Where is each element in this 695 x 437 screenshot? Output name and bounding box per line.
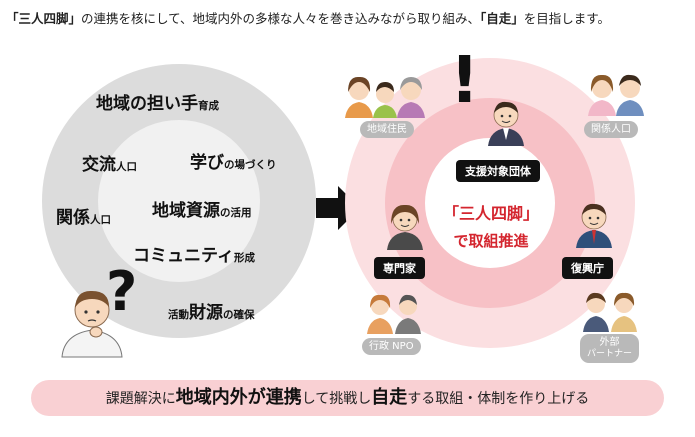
header-jisou: 「自走」 — [480, 11, 524, 26]
keyword-related-population: 関係人口 — [56, 208, 111, 228]
keyword-local-leaders: 地域の担い手育成 — [96, 94, 219, 114]
label-reconstruction-agency: 復興庁 — [562, 257, 613, 279]
label-external-partners-line1: 外部 — [599, 337, 620, 348]
related-population-group-illustration — [588, 74, 644, 116]
label-related-population: 関係人口 — [584, 121, 638, 138]
label-specialist: 専門家 — [374, 257, 425, 279]
reconstruction-agency-person-illustration — [576, 203, 612, 248]
label-external-partners: 外部 パートナー — [580, 334, 640, 363]
header-end: を目指します。 — [523, 11, 611, 26]
thinking-person-illustration — [61, 290, 123, 358]
external-partners-group-illustration — [583, 292, 637, 332]
footer-text-e: する取組・体制を作り上げる — [407, 391, 590, 407]
label-support-org: 支援対象団体 — [456, 160, 540, 182]
local-residents-group-illustration — [345, 76, 425, 118]
exclamation-mark-icon: ! — [450, 44, 480, 118]
right-inner-ring — [425, 138, 555, 268]
label-external-partners-line2: パートナー — [587, 349, 633, 359]
header-main: の連携を核にして、地域内外の多様な人々を巻き込みながら取り組み、 — [81, 11, 481, 26]
left-inner-ring — [98, 120, 260, 282]
center-subtitle: で取組推進 — [453, 232, 529, 250]
footer-emphasis-jisou: 自走 — [371, 387, 408, 408]
footer-emphasis-collaboration: 地域内外が連携 — [175, 387, 302, 408]
header-sanninyonkyaku: 「三人四脚」 — [6, 11, 82, 26]
keyword-funding: 活動財源の確保 — [168, 303, 255, 323]
header-text: 「三人四脚」の連携を核にして、地域内外の多様な人々を巻き込みながら取り組み、「自… — [6, 8, 610, 27]
keyword-local-resources: 地域資源の活用 — [152, 201, 252, 221]
government-npo-group-illustration — [367, 294, 421, 334]
center-title: 「三人四脚」 — [442, 204, 539, 223]
question-mark-icon: ? — [106, 260, 138, 323]
footer-banner: 課題解決に地域内外が連携して挑戦し自走する取組・体制を作り上げる — [31, 380, 664, 416]
keyword-community: コミュニティ形成 — [133, 246, 255, 266]
footer-text-a: 課題解決に — [105, 391, 176, 407]
specialist-person-illustration — [387, 204, 423, 250]
support-org-person-illustration — [488, 101, 524, 146]
footer-text-c: して挑戦し — [301, 391, 372, 407]
keyword-learning-place: 学びの場づくり — [190, 153, 277, 173]
keyword-exchange-population: 交流人口 — [82, 155, 137, 175]
label-local-residents: 地域住民 — [360, 121, 414, 138]
label-government-npo: 行政 NPO — [362, 338, 421, 355]
